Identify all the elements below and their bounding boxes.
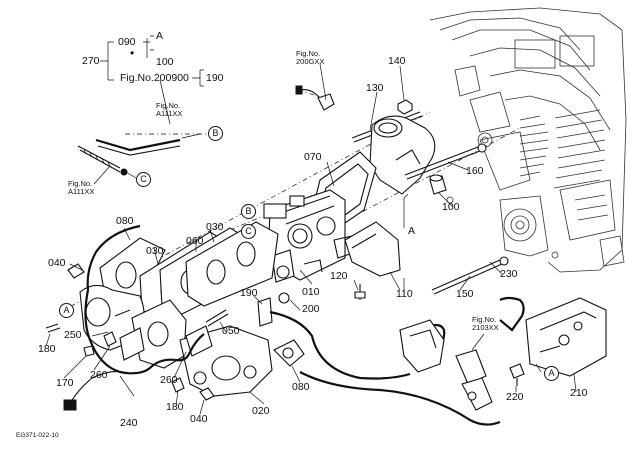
- threaded-rod: [77, 145, 128, 176]
- part-label: 190: [240, 287, 258, 299]
- figref-2103xx: Fig.No. 2103XX: [472, 316, 499, 332]
- figref-line1: Fig.No.: [472, 315, 497, 324]
- part-label: 210: [570, 387, 588, 399]
- figref-line2: A111XX: [156, 109, 183, 118]
- figref-line2: 200GXX: [296, 57, 325, 66]
- part-label: 100: [442, 201, 460, 213]
- figref-line2: 2103XX: [472, 323, 499, 332]
- part-label: 120: [330, 270, 348, 282]
- part-label: 060: [186, 235, 204, 247]
- part-label: 040: [190, 413, 208, 425]
- leader-lines: [45, 63, 577, 415]
- figref-2006xx: Fig.No. 200GXX: [296, 50, 324, 66]
- legend-fig-label: Fig.No.200900: [120, 72, 189, 84]
- part-label: 250: [64, 329, 82, 341]
- wire-harness: [63, 224, 205, 411]
- figref-a111xx-left: Fig.No. A111XX: [68, 180, 94, 196]
- circled-letter-a: A: [544, 366, 559, 381]
- engine-block-outline: [429, 7, 627, 273]
- part-label: 180: [38, 343, 56, 355]
- part-label: 180: [166, 401, 184, 413]
- circled-letter-c: C: [241, 224, 256, 239]
- part-label: 140: [388, 55, 406, 67]
- part-label: 070: [304, 151, 322, 163]
- drawing-code: EG371-022-10: [16, 432, 59, 439]
- part-label: 050: [222, 325, 240, 337]
- legend-fig-ref: 190: [206, 72, 224, 84]
- intake-elbow: [369, 115, 436, 195]
- figref-line1: Fig.No.: [296, 49, 321, 58]
- circled-letter-b: B: [208, 126, 223, 141]
- circled-letter-c: C: [136, 172, 151, 187]
- breather-hose: [95, 138, 181, 156]
- part-label: 080: [116, 215, 134, 227]
- legend-dot: •: [130, 46, 135, 60]
- legend-a-label: 090: [118, 36, 136, 48]
- figref-line1: Fig.No.: [156, 101, 181, 110]
- part-label: 150: [456, 288, 474, 300]
- part-label: 220: [506, 391, 524, 403]
- mounting-bracket: [525, 297, 607, 377]
- part-label: 080: [292, 381, 310, 393]
- governor-lever: [399, 319, 493, 411]
- arrow-letter-a: A: [408, 225, 416, 237]
- part-label: 160: [466, 165, 484, 177]
- part-label: 170: [56, 377, 74, 389]
- part-label: 030: [206, 221, 224, 233]
- circled-letter-a: A: [59, 303, 74, 318]
- part-label: 020: [252, 405, 270, 417]
- figref-line1: Fig.No.: [68, 179, 93, 188]
- part-label: 110: [396, 288, 413, 300]
- legend-b-label: 100: [156, 56, 174, 68]
- part-label: 130: [366, 82, 384, 94]
- part-label: 240: [120, 417, 138, 429]
- part-label: 030: [146, 245, 164, 257]
- gasket-stack: [99, 221, 279, 321]
- legend-ref-label: 270: [82, 55, 100, 67]
- part-label: 040: [48, 257, 66, 269]
- part-label: 200: [302, 303, 320, 315]
- part-label: 260: [90, 369, 108, 381]
- part-label: 010: [302, 286, 320, 298]
- figref-a111xx-top: Fig.No. A111XX: [156, 102, 182, 118]
- figref-line2: A111XX: [68, 187, 95, 196]
- circled-letter-b: B: [241, 204, 256, 219]
- part-label: 260: [160, 374, 178, 386]
- legend-a-letter: A: [156, 30, 164, 42]
- part-label: 230: [500, 268, 518, 280]
